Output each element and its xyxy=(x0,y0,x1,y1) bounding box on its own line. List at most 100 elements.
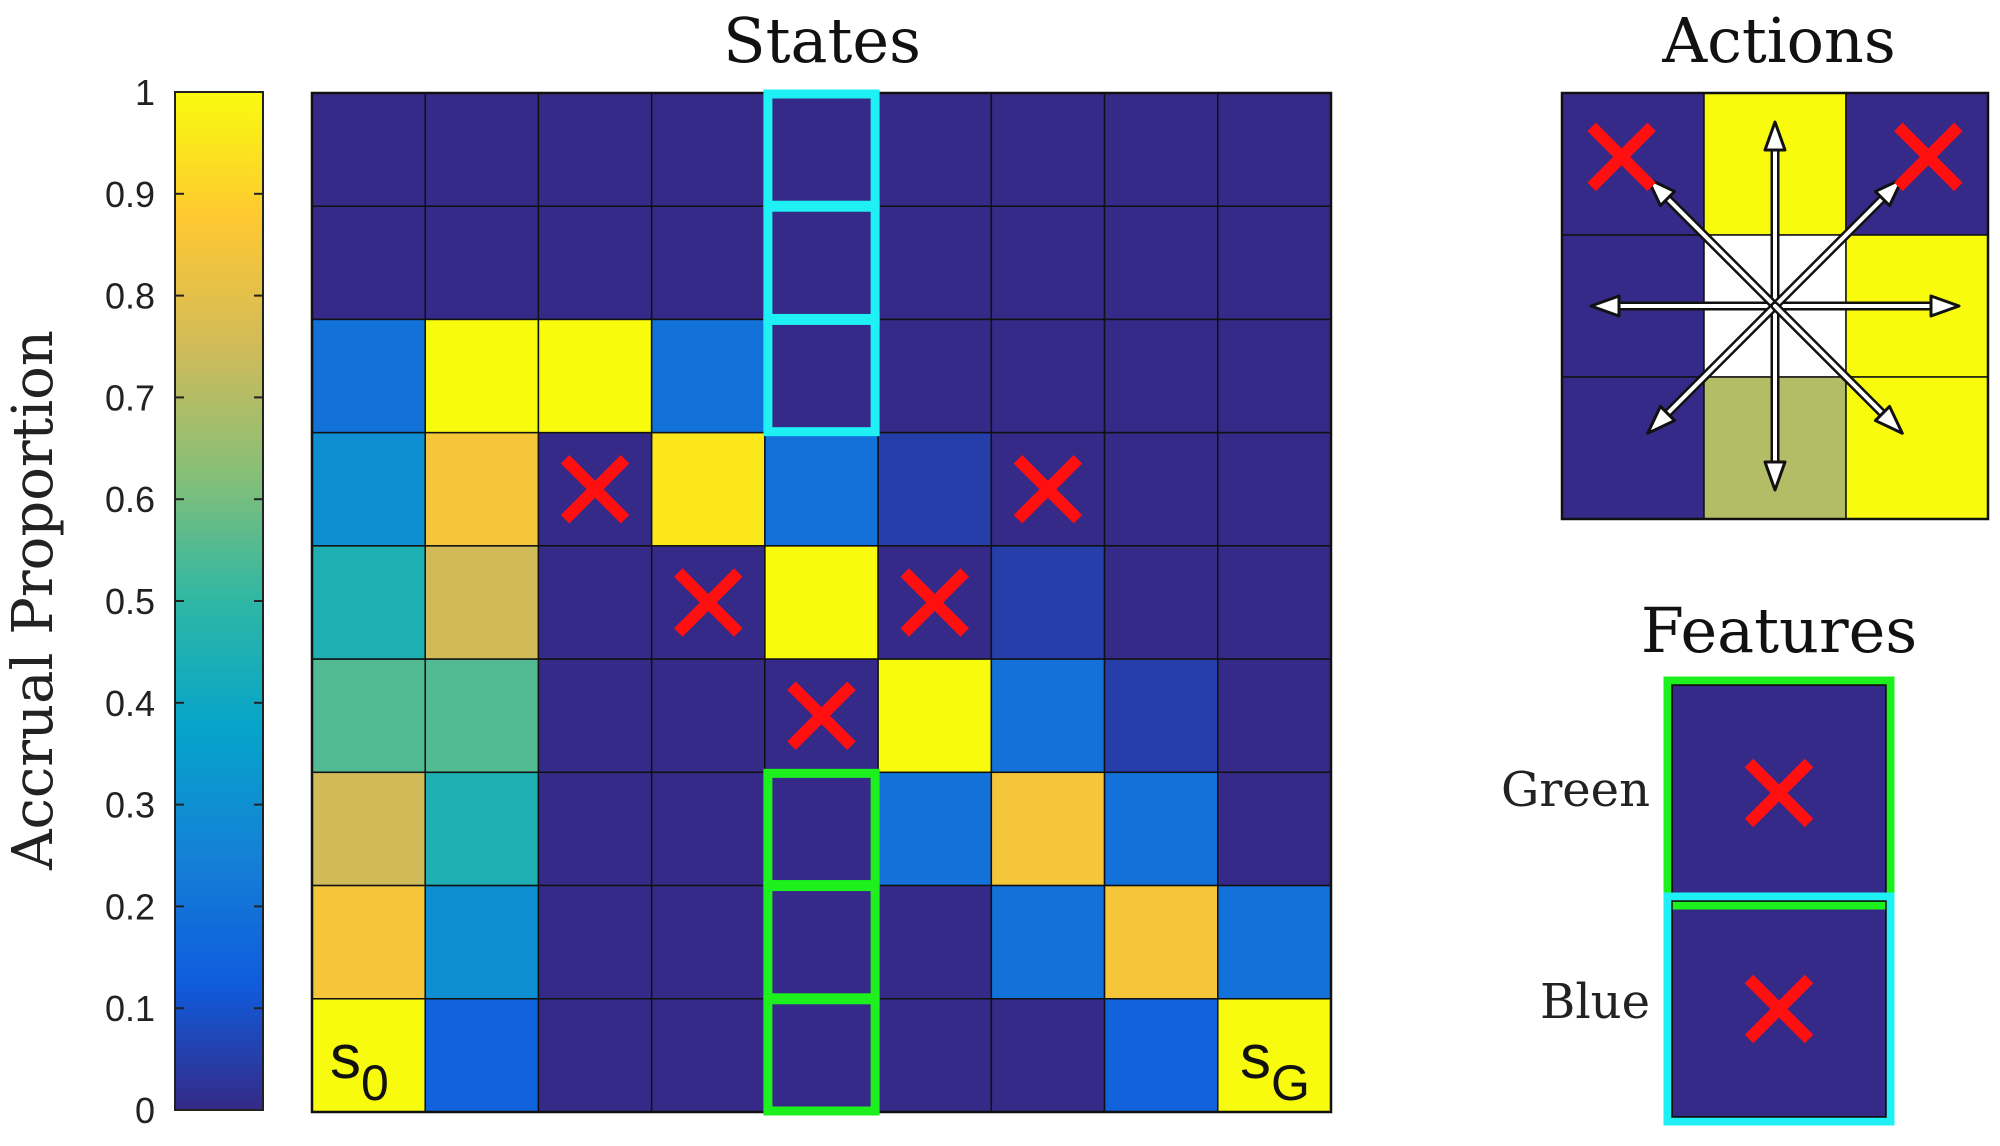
state-cell xyxy=(311,431,426,547)
state-cell xyxy=(424,998,540,1113)
state-cell xyxy=(311,92,426,207)
state-cell xyxy=(1217,884,1332,1000)
state-cell xyxy=(537,771,653,887)
state-cell xyxy=(1103,771,1219,887)
cyan-highlight-column xyxy=(763,89,880,437)
state-cell xyxy=(764,205,879,321)
states-crosses xyxy=(560,455,1083,750)
cross-icon xyxy=(674,568,743,637)
state-cell xyxy=(311,205,426,321)
state-cell xyxy=(990,884,1106,1000)
state-cell xyxy=(764,545,879,660)
green-highlight-column xyxy=(763,768,880,1116)
colorbar-tick-label: 0.4 xyxy=(105,683,155,724)
arrow-up-left-icon xyxy=(1646,177,1780,311)
state-cell xyxy=(764,884,879,1000)
start-state-label: s0 xyxy=(330,1023,389,1111)
cross-icon xyxy=(1744,974,1814,1044)
state-cell xyxy=(311,545,426,660)
state-cell xyxy=(537,658,653,774)
feature-border-blue xyxy=(1663,892,1895,1126)
state-cell xyxy=(650,998,766,1113)
colorbar-tick-label: 1 xyxy=(135,72,155,113)
cross-icon xyxy=(1744,758,1814,828)
actions-arrows xyxy=(1589,120,1961,492)
state-cell xyxy=(424,884,540,1000)
state-cell xyxy=(311,884,426,1000)
state-cell xyxy=(537,318,653,434)
actions-crosses xyxy=(1587,122,1963,192)
arrow-down-icon xyxy=(1763,301,1787,492)
feature-border-green xyxy=(1663,676,1895,910)
state-cell xyxy=(990,998,1106,1113)
colorbar-ticks: 00.10.20.30.40.50.60.70.80.91 xyxy=(105,72,263,1131)
state-cell xyxy=(1103,884,1219,1000)
arrow-up-right-icon xyxy=(1770,177,1904,311)
colorbar-tick-label: 0.5 xyxy=(105,581,155,622)
colorbar-tick-label: 0.7 xyxy=(105,377,155,418)
colorbar-scale xyxy=(174,91,264,1111)
features-grid xyxy=(1663,676,1895,1126)
state-cell xyxy=(990,545,1106,660)
state-cell xyxy=(1103,92,1219,207)
state-cell xyxy=(877,998,993,1113)
arrow-right-icon xyxy=(1770,294,1961,318)
feature-label-green: Green xyxy=(1501,762,1650,818)
state-cell xyxy=(877,92,993,207)
state-cell xyxy=(1103,318,1219,434)
state-cell xyxy=(877,431,993,547)
state-cell xyxy=(650,205,766,321)
colorbar-tick-label: 0.2 xyxy=(105,886,155,927)
states-panel: States s0 sG xyxy=(310,4,1333,1116)
state-cell xyxy=(877,318,993,434)
state-cell xyxy=(1217,658,1332,774)
states-title: States xyxy=(723,4,921,77)
arrow-up-icon xyxy=(1763,120,1787,311)
state-cell xyxy=(1103,431,1219,547)
state-cell xyxy=(424,771,540,887)
state-cell xyxy=(650,771,766,887)
state-cell xyxy=(1217,92,1332,207)
state-cell xyxy=(1217,998,1332,1113)
cross-icon xyxy=(1587,122,1656,192)
cross-icon xyxy=(560,455,630,524)
actions-border xyxy=(1560,91,1990,521)
colorbar-tick-label: 0.3 xyxy=(105,785,155,826)
actions-panel: Actions xyxy=(1560,4,1990,521)
colorbar-tick-label: 0.9 xyxy=(105,174,155,215)
state-cell xyxy=(990,205,1106,321)
state-cell xyxy=(877,205,993,321)
svg-text:sG: sG xyxy=(1240,1023,1310,1111)
state-cell xyxy=(424,545,540,660)
state-cell xyxy=(990,658,1106,774)
state-cell xyxy=(650,318,766,434)
state-cell xyxy=(990,92,1106,207)
state-cell xyxy=(990,771,1106,887)
goal-state-label: sG xyxy=(1240,1023,1310,1111)
colorbar-tick-label: 0.1 xyxy=(105,988,155,1029)
start-state-subscript: 0 xyxy=(361,1055,389,1111)
state-cell xyxy=(537,884,653,1000)
state-cell xyxy=(424,658,540,774)
feature-label-blue: Blue xyxy=(1540,974,1650,1030)
state-cell xyxy=(764,771,879,887)
features-title: Features xyxy=(1641,594,1917,667)
state-cell xyxy=(311,998,426,1113)
colorbar: Accrual Proportion 00.10.20.30.40.50.60.… xyxy=(1,72,264,1131)
start-state-base: s xyxy=(330,1023,361,1092)
state-cell xyxy=(650,431,766,547)
state-cell xyxy=(311,658,426,774)
arrow-left-icon xyxy=(1589,294,1780,318)
state-cell xyxy=(877,771,993,887)
state-cell xyxy=(764,318,879,434)
cross-icon xyxy=(1013,455,1083,524)
state-cell xyxy=(877,658,993,774)
state-cell xyxy=(424,205,540,321)
cross-icon xyxy=(900,568,969,637)
state-cell xyxy=(1217,318,1332,434)
state-cell xyxy=(1103,205,1219,321)
colorbar-tick-label: 0.6 xyxy=(105,479,155,520)
state-cell xyxy=(424,92,540,207)
state-cell xyxy=(764,998,879,1113)
